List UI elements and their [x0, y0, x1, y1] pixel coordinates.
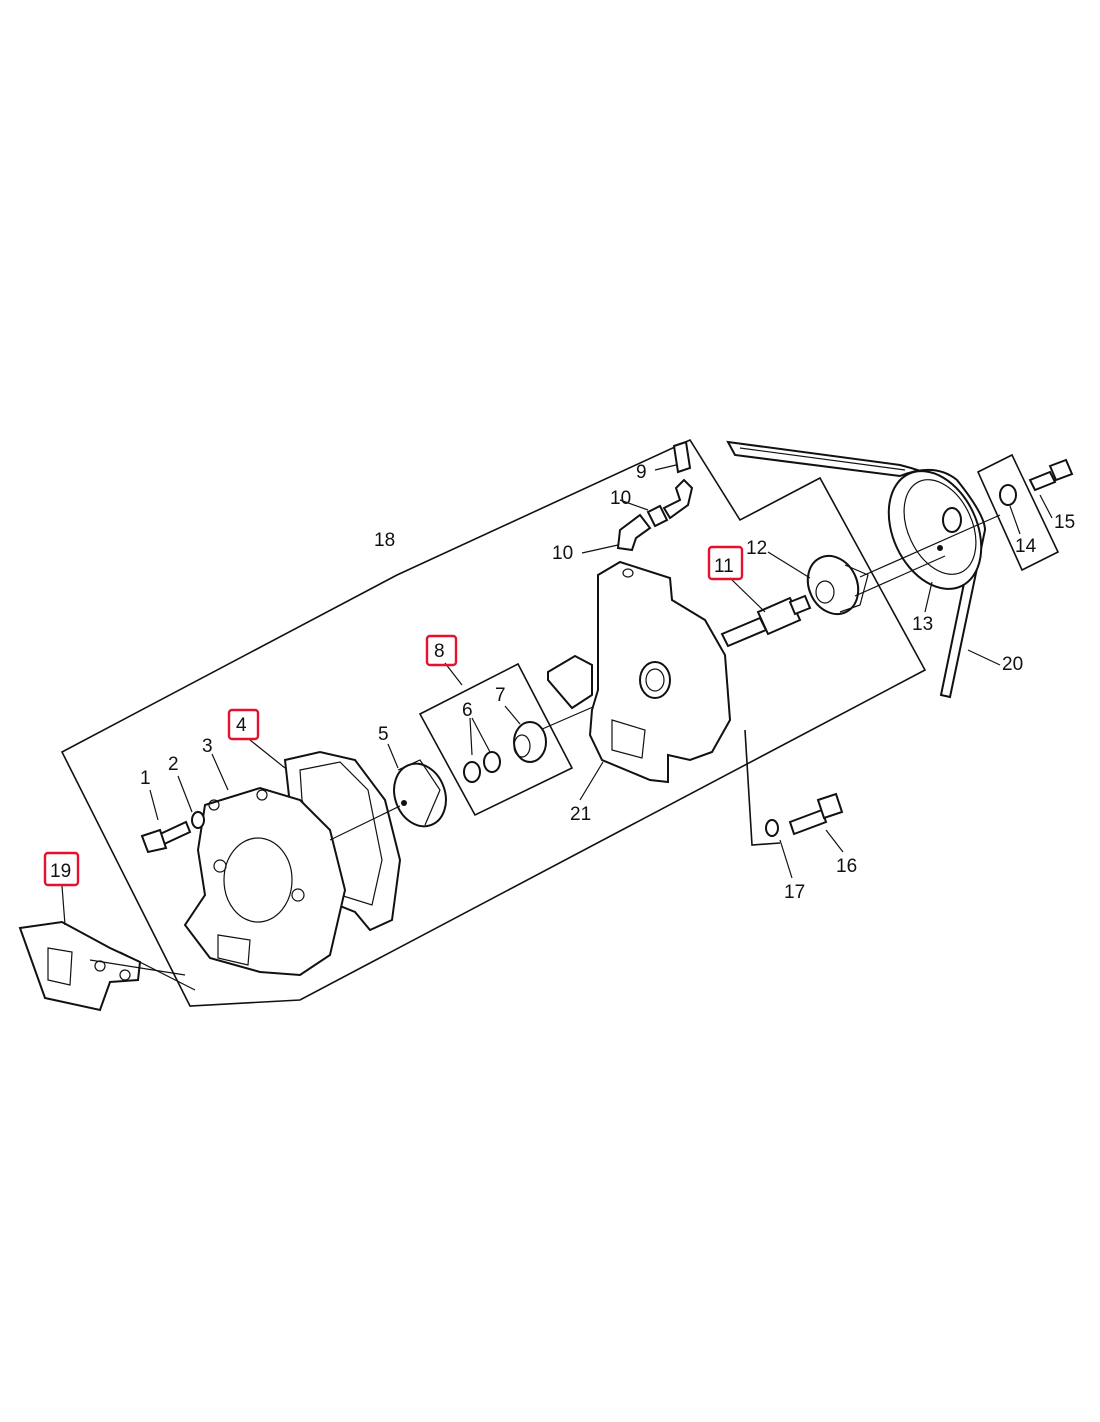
- leader-group-16-17: [744, 729, 781, 846]
- highlight-box-4: [227, 708, 260, 741]
- bolt-15: [1028, 458, 1074, 492]
- assembly-outline-18: [60, 438, 927, 1007]
- label-13: 13: [912, 614, 933, 635]
- label-21: 21: [570, 804, 591, 825]
- washer-14: [999, 484, 1017, 506]
- highlight-box-11: [707, 545, 744, 581]
- label-10-lower: 10: [552, 543, 573, 564]
- pulley-13: [887, 470, 983, 590]
- label-1: 1: [140, 768, 151, 789]
- bolt-16: [788, 792, 844, 836]
- fitting-9: [672, 440, 692, 474]
- label-12: 12: [746, 538, 767, 559]
- leader-lines: [61, 464, 1053, 991]
- label-6: 6: [462, 700, 473, 721]
- label-20: 20: [1002, 654, 1023, 675]
- impeller-5: [393, 759, 447, 828]
- label-18: 18: [374, 530, 395, 551]
- label-14: 14: [1015, 536, 1037, 557]
- label-16: 16: [836, 856, 857, 877]
- label-2: 2: [168, 754, 179, 775]
- label-9: 9: [636, 462, 647, 483]
- elbow-fittings-10: [616, 478, 694, 552]
- seal-ring-7: [513, 721, 547, 763]
- cover-plate-3: [183, 786, 347, 977]
- label-3: 3: [202, 736, 213, 757]
- shaft-bearing-11: [720, 594, 812, 648]
- label-8: 8: [434, 641, 445, 662]
- highlight-box-19: [43, 851, 80, 887]
- label-10-upper: 10: [610, 488, 631, 509]
- label-19: 19: [50, 861, 71, 882]
- pump-body-21: [547, 560, 732, 784]
- label-7: 7: [495, 685, 506, 706]
- hub-12: [806, 554, 869, 616]
- label-11: 11: [714, 556, 734, 577]
- bolt-washer-box-14: [976, 453, 1060, 572]
- washer-2: [191, 811, 205, 829]
- seal-washers-6: [463, 751, 501, 783]
- label-15: 15: [1054, 512, 1075, 533]
- highlight-box-8: [425, 634, 458, 667]
- bolt-1: [140, 820, 192, 854]
- label-5: 5: [378, 724, 389, 745]
- label-17: 17: [784, 882, 805, 903]
- gasket-19: [18, 920, 142, 1012]
- washer-17: [765, 819, 779, 837]
- seal-kit-box-8: [418, 662, 574, 817]
- label-4: 4: [236, 715, 247, 736]
